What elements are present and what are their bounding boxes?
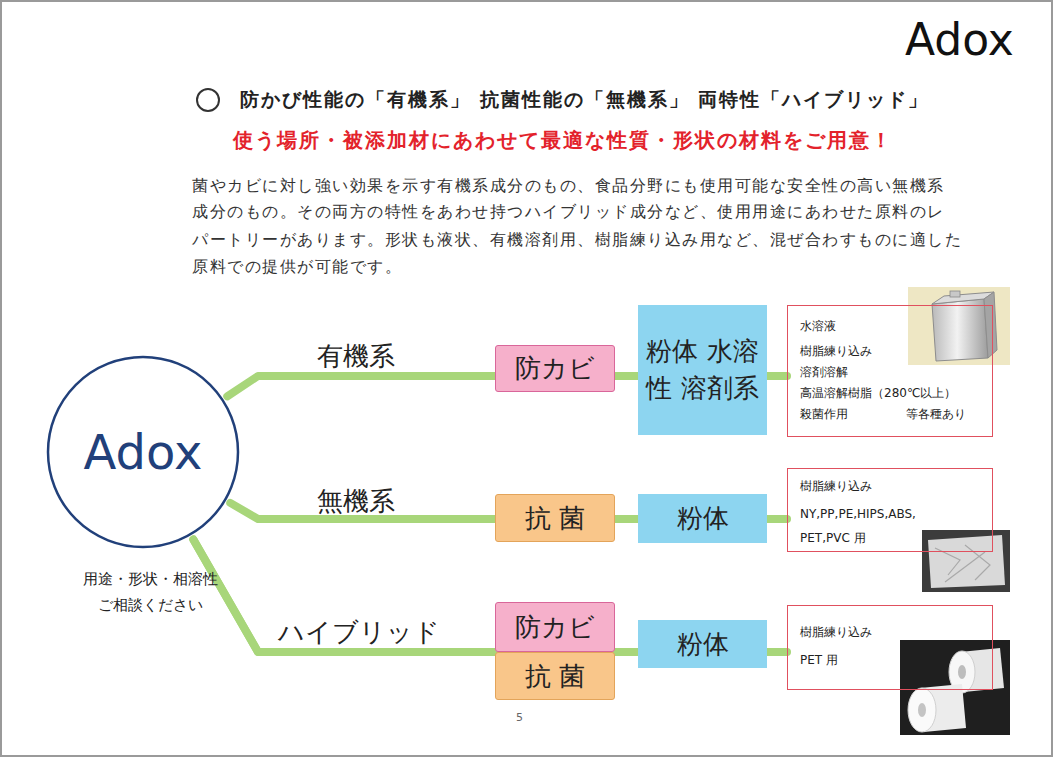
- brand-mark: Adox: [905, 14, 1014, 67]
- body-text: 菌やカビに対し強い効果を示す有機系成分のもの、食品分野にも使用可能な安全性の高い…: [192, 176, 945, 195]
- usage-text: 樹脂練り込み: [800, 620, 872, 644]
- box-text: 粉体: [677, 626, 729, 663]
- body-text: 原料での提供が可能です。: [192, 257, 402, 276]
- antimold-box: 防カビ: [495, 602, 615, 652]
- usage-text: 溶剤溶解: [800, 362, 848, 383]
- antibacterial-box: 抗 菌: [495, 652, 615, 700]
- can-side: [984, 292, 997, 358]
- caption-note: ご相談ください: [98, 596, 203, 614]
- usage-box: 樹脂練り込み NY,PP,PE,HIPS,ABS, PET,PVC 用: [787, 468, 993, 552]
- page-number: 5: [516, 711, 523, 724]
- usage-text: 殺菌作用 等各種あり: [800, 404, 966, 425]
- form-box: 粉体 水溶性 溶剤系: [638, 305, 767, 435]
- antibacterial-box: 抗 菌: [495, 494, 615, 542]
- body-text: 成分のもの。その両方の特性をあわせ持つハイブリッド成分など、使用用途にあわせた原…: [192, 202, 945, 221]
- film-wrinkle: [935, 545, 990, 582]
- film-sheet: [928, 535, 1005, 588]
- film-photo-ground: [922, 530, 1010, 592]
- usage-text: 高温溶解樹脂（280℃以上）: [800, 383, 956, 404]
- connector-line: [615, 648, 638, 656]
- branch-label: 有機系: [317, 343, 395, 369]
- connector-line: [193, 540, 495, 652]
- form-box: 粉体: [638, 494, 767, 543]
- can-spout: [950, 291, 960, 297]
- usage-box: 水溶液樹脂練り込み溶剤溶解高温溶解樹脂（280℃以上）殺菌作用 等各種あり: [787, 305, 993, 437]
- usage-box: 樹脂練り込み PET 用: [787, 605, 993, 690]
- connector-line: [193, 540, 495, 652]
- box-text: 防カビ: [515, 610, 595, 645]
- branch-label: 無機系: [317, 488, 395, 514]
- bullet-circle: [197, 89, 219, 111]
- form-box: 粉体: [638, 620, 767, 668]
- body-text: パートリーがあります。形状も液状、有機溶剤用、樹脂練り込み用など、混ぜ合わすもの…: [192, 230, 962, 249]
- connector-line: [615, 515, 638, 523]
- connector-line: [615, 372, 638, 380]
- red-subtitle: 使う場所・被添加材にあわせて最適な性質・形状の材料をご用意！: [233, 128, 893, 152]
- roll-face: [908, 688, 936, 732]
- box-text: 粉体: [677, 500, 729, 537]
- connector-line: [615, 648, 638, 656]
- circle-outline-shape: [48, 357, 238, 547]
- box-text: 抗 菌: [525, 501, 585, 536]
- can-body: [932, 299, 988, 361]
- antimold-box: 防カビ: [495, 345, 615, 392]
- box-text: 粉体 水溶性 溶剤系: [640, 333, 765, 407]
- branch-label: ハイブリッド: [278, 619, 440, 645]
- usage-text: 水溶液: [800, 316, 836, 337]
- page-title: 防かび性能の「有機系」 抗菌性能の「無機系」 両特性「ハイブリッド」: [240, 88, 929, 111]
- company-circle: Adox: [46, 355, 240, 549]
- usage-text: 樹脂練り込み: [800, 474, 872, 498]
- usage-text: 樹脂練り込み: [800, 341, 872, 362]
- connector-line: [767, 515, 787, 523]
- box-text: 抗 菌: [525, 659, 585, 694]
- can-photo-ground: [908, 287, 1010, 365]
- usage-text: NY,PP,PE,HIPS,ABS, PET,PVC 用: [800, 502, 940, 550]
- connector-line: [227, 376, 495, 396]
- roll-core: [918, 703, 926, 717]
- caption-note: 用途・形状・相溶性: [83, 570, 218, 588]
- box-text: 防カビ: [515, 351, 595, 386]
- connector-line: [767, 648, 787, 656]
- usage-text: PET 用: [800, 648, 838, 672]
- roll-core: [958, 665, 966, 679]
- roll-photo-ground: [900, 640, 1010, 735]
- box-text: Adox: [84, 424, 203, 480]
- connector-line: [767, 372, 787, 380]
